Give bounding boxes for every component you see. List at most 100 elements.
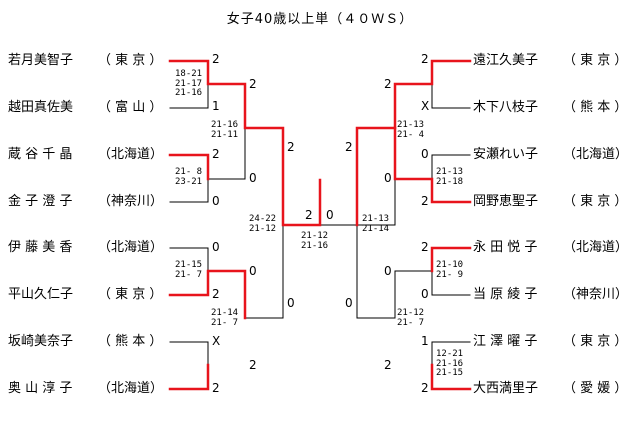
round1-result: 1: [421, 334, 429, 348]
round1-result: 2: [212, 147, 220, 161]
player-name: 越田真佐美: [8, 100, 74, 115]
match-score: 12-21 21-16 21-15: [436, 349, 464, 378]
player-entry: 蔵 谷 千 晶 （北海道）: [8, 147, 163, 163]
round1-result: 2: [212, 381, 220, 395]
winner-path: [393, 126, 472, 204]
round1-result: X: [421, 99, 430, 113]
round1-result: 2: [212, 287, 220, 301]
bracket-line: [169, 178, 209, 203]
round2-result: 0: [249, 264, 257, 278]
player-name: 伊 藤 美 香: [8, 240, 73, 255]
player-prefecture: （ 富 山 ）: [98, 100, 163, 115]
player-prefecture: （ 熊 本 ）: [563, 100, 628, 115]
player-entry: 江 澤 曜 子（ 東 京 ）: [473, 334, 627, 350]
player-name: 遠江久美子: [473, 53, 539, 68]
match-score: 21-12 21- 7: [397, 308, 425, 328]
bracket-line: [431, 270, 471, 296]
match-score: 21-16 21-11: [211, 120, 239, 140]
round1-result: 0: [212, 240, 220, 254]
player-name: 安瀬れい子: [473, 147, 539, 162]
bracket-line: [431, 341, 471, 366]
round1-result: X: [212, 334, 221, 348]
match-score: 21-13 21- 4: [397, 120, 425, 140]
bracket-line: [394, 270, 433, 319]
round3-result: 0: [287, 296, 295, 310]
winner-path: [355, 59, 472, 227]
player-name: 大西満里子: [473, 381, 539, 396]
player-prefecture: （北海道）: [98, 147, 164, 162]
player-name: 坂崎美奈子: [8, 334, 74, 349]
round2-result: 0: [249, 171, 257, 185]
round2-result: 2: [249, 77, 257, 91]
round1-result: 2: [421, 381, 429, 395]
player-name: 蔵 谷 千 晶: [8, 147, 73, 162]
player-prefecture: （ 愛 媛 ）: [563, 381, 628, 396]
player-entry: 遠江久美子 （ 東 京 ）: [473, 53, 627, 69]
match-score: 21-13 21-14: [362, 214, 390, 234]
bracket-line: [244, 224, 284, 319]
player-entry: 安瀬れい子 （北海道）: [473, 147, 628, 163]
match-score: 21-14 21- 7: [211, 308, 239, 328]
player-prefecture: （北海道）: [98, 381, 164, 396]
player-name: 岡野恵聖子: [473, 194, 539, 209]
player-entry: 金 子 澄 子 （神奈川）: [8, 194, 163, 210]
match-score: 24-22 21-12: [249, 214, 277, 234]
bracket-line: [169, 247, 209, 272]
winner-path: [430, 246, 472, 273]
player-prefecture: （北海道）: [563, 240, 629, 255]
player-prefecture: （ 東 京 ）: [98, 53, 163, 68]
winner-path: [168, 153, 210, 181]
player-prefecture: （ 熊 本 ）: [98, 334, 163, 349]
player-prefecture: （神奈川）: [563, 287, 629, 302]
page-title: 女子40歳以上単（４０ＷＳ）: [226, 12, 414, 27]
bracket-line: [356, 178, 396, 319]
match-score: 21-15 21- 7: [175, 260, 203, 280]
round3-result: 2: [287, 140, 295, 154]
player-prefecture: （北海道）: [563, 147, 629, 162]
player-name: 若月美智子: [8, 53, 74, 68]
player-name: 当 原 綾 子: [473, 287, 538, 302]
match-score: 18-21 21-17 21-16: [175, 69, 203, 98]
match-score: 21-13 21-18: [436, 167, 464, 187]
player-name: 木下八枝子: [473, 100, 539, 115]
player-prefecture: （ 東 京 ）: [98, 287, 163, 302]
final-score: 21-12 21-16: [301, 231, 329, 251]
winner-path: [168, 269, 247, 320]
player-entry: 木下八枝子 （ 熊 本 ）: [473, 100, 627, 116]
round3-result: 2: [345, 140, 353, 154]
round1-result: 2: [421, 194, 429, 208]
player-prefecture: （北海道）: [98, 240, 164, 255]
player-name: 永 田 悦 子: [473, 240, 538, 255]
player-name: 江 澤 曜 子: [473, 334, 538, 349]
bracket-line: [169, 83, 209, 109]
round1-result: 0: [421, 287, 429, 301]
player-entry: 当 原 綾 子 （神奈川）: [473, 287, 628, 303]
player-prefecture: （ 東 京 ）: [563, 194, 628, 209]
player-entry: 越田真佐美 （ 富 山 ）: [8, 100, 162, 116]
round1-result: 0: [212, 194, 220, 208]
bracket-line: [207, 127, 246, 180]
round3-result: 0: [345, 296, 353, 310]
player-prefecture: （神奈川）: [98, 194, 164, 209]
final-result: 0: [326, 208, 334, 222]
player-name: 金 子 澄 子: [8, 194, 73, 209]
player-entry: 若月美智子 （ 東 京 ）: [8, 53, 162, 69]
bracket-line: [169, 341, 209, 366]
final-result: 2: [305, 208, 313, 222]
round1-result: 2: [421, 52, 429, 66]
player-entry: 奥 山 淳 子 （北海道）: [8, 381, 163, 397]
bracket-line: [431, 154, 471, 180]
round2-result: 0: [384, 171, 392, 185]
round1-result: 2: [212, 52, 220, 66]
match-score: 21-10 21- 9: [436, 260, 464, 280]
player-entry: 伊 藤 美 香 （北海道）: [8, 240, 163, 256]
player-name: 奥 山 淳 子: [8, 381, 73, 396]
round2-result: 2: [384, 77, 392, 91]
winner-path: [168, 363, 210, 391]
round2-result: 2: [384, 358, 392, 372]
player-entry: 大西満里子 （ 愛 媛 ）: [473, 381, 627, 397]
winner-path: [430, 363, 472, 391]
player-entry: 坂崎美奈子 （ 熊 本 ）: [8, 334, 162, 350]
player-prefecture: （ 東 京 ）: [563, 53, 628, 68]
round1-result: 2: [421, 240, 429, 254]
